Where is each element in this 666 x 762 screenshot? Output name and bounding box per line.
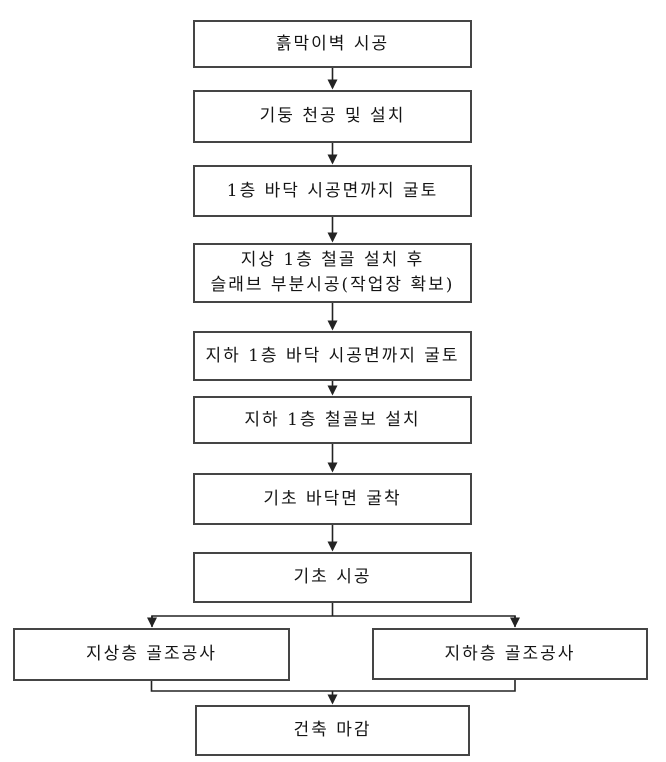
- node-basement-frame-work: 지하층 골조공사: [372, 628, 648, 680]
- node-excavate-to-b1-floor-label: 지하 1층 바닥 시공면까지 굴토: [205, 345, 460, 366]
- node-basement-frame-work-label: 지하층 골조공사: [444, 643, 576, 664]
- node-building-finish-label: 건축 마감: [293, 720, 372, 741]
- split-connector: [151, 603, 516, 627]
- node-building-finish: 건축 마감: [195, 705, 470, 756]
- node-1f-steel-partial-slab-label: 지상 1층 철골 설치 후 슬래브 부분시공(작업장 확보): [210, 250, 455, 295]
- node-column-drill-install: 기둥 천공 및 설치: [193, 90, 472, 143]
- merge-connector: [150, 680, 516, 692]
- node-foundation-construction: 기초 시공: [193, 552, 472, 603]
- node-above-ground-frame-work-label: 지상층 골조공사: [86, 644, 217, 665]
- node-foundation-construction-label: 기초 시공: [293, 567, 372, 588]
- node-earth-retaining-wall: 흙막이벽 시공: [193, 20, 472, 68]
- node-above-ground-frame-work: 지상층 골조공사: [13, 628, 290, 681]
- node-foundation-floor-excavate-label: 기초 바닥면 굴착: [263, 488, 402, 509]
- node-excavate-to-1f-floor: 1층 바닥 시공면까지 굴토: [193, 165, 472, 217]
- node-1f-steel-partial-slab: 지상 1층 철골 설치 후 슬래브 부분시공(작업장 확보): [193, 243, 472, 303]
- node-earth-retaining-wall-label: 흙막이벽 시공: [275, 33, 390, 54]
- node-b1-steel-beam-install: 지하 1층 철골보 설치: [193, 396, 472, 444]
- node-column-drill-install-label: 기둥 천공 및 설치: [259, 106, 406, 127]
- node-excavate-to-1f-floor-label: 1층 바닥 시공면까지 굴토: [226, 180, 439, 201]
- node-foundation-floor-excavate: 기초 바닥면 굴착: [193, 473, 472, 525]
- node-excavate-to-b1-floor: 지하 1층 바닥 시공면까지 굴토: [193, 331, 472, 381]
- node-b1-steel-beam-install-label: 지하 1층 철골보 설치: [244, 409, 421, 430]
